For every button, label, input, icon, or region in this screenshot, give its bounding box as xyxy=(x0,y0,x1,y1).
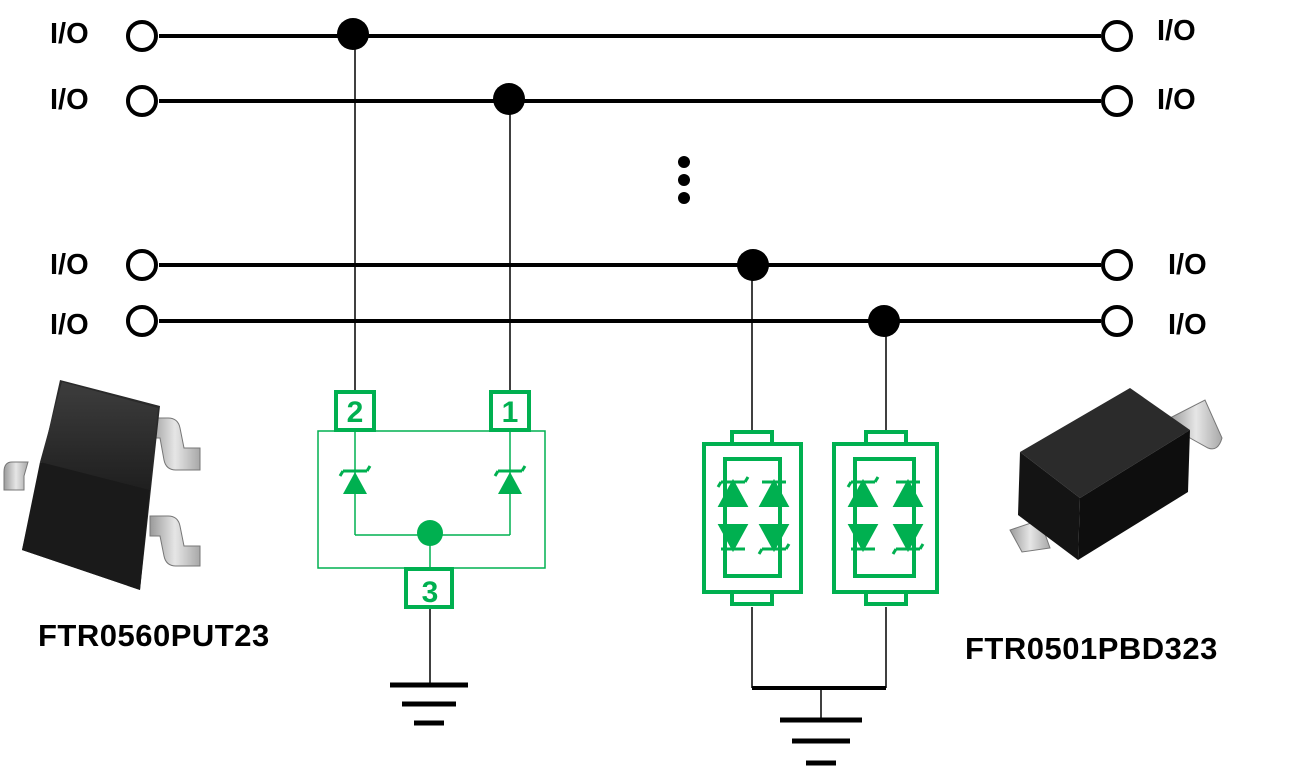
terminal-left-2 xyxy=(126,85,158,117)
io-label-right-2: I/O xyxy=(1157,84,1196,116)
tvs-diode-right xyxy=(493,464,527,496)
pin-3-number: 3 xyxy=(422,576,439,609)
terminal-right-3 xyxy=(1101,249,1133,281)
part-number-right: FTR0501PBD323 xyxy=(965,631,1218,666)
terminal-right-4 xyxy=(1101,305,1133,337)
terminal-left-1 xyxy=(126,20,158,52)
io-label-right-1: I/O xyxy=(1157,15,1196,47)
pin-1-number: 1 xyxy=(502,396,519,429)
sot23-tvs-device: 2 1 3 xyxy=(317,390,546,609)
io-label-right-4: I/O xyxy=(1168,309,1207,341)
terminal-left-3 xyxy=(126,249,158,281)
io-label-left-4: I/O xyxy=(50,309,89,341)
tvs-diode-left xyxy=(338,464,372,496)
pin-1-box xyxy=(489,390,531,432)
junction-dots xyxy=(337,18,900,337)
pin-3-box xyxy=(404,567,454,609)
pin-2-number: 2 xyxy=(347,396,364,429)
part-number-left: FTR0560PUT23 xyxy=(38,618,270,653)
diode-array-2 xyxy=(832,430,939,606)
ground-symbol-left xyxy=(390,682,468,726)
sod323-package-image xyxy=(1009,388,1223,560)
io-label-left-3: I/O xyxy=(50,249,89,281)
io-label-left-2: I/O xyxy=(50,84,89,116)
sot23-package-image xyxy=(3,380,201,590)
io-label-left-1: I/O xyxy=(50,18,89,50)
pin-2-box xyxy=(334,390,376,432)
io-terminals xyxy=(126,20,1133,337)
io-label-right-3: I/O xyxy=(1168,249,1207,281)
diode-array-1 xyxy=(702,430,803,606)
terminal-right-2 xyxy=(1101,85,1133,117)
terminal-left-4 xyxy=(126,305,158,337)
ground-symbol-right xyxy=(780,717,862,766)
io-lines xyxy=(159,34,1101,323)
drop-wires xyxy=(354,36,887,718)
ellipsis-dots xyxy=(678,156,690,204)
terminal-right-1 xyxy=(1101,20,1133,52)
common-node-dot xyxy=(417,520,443,546)
